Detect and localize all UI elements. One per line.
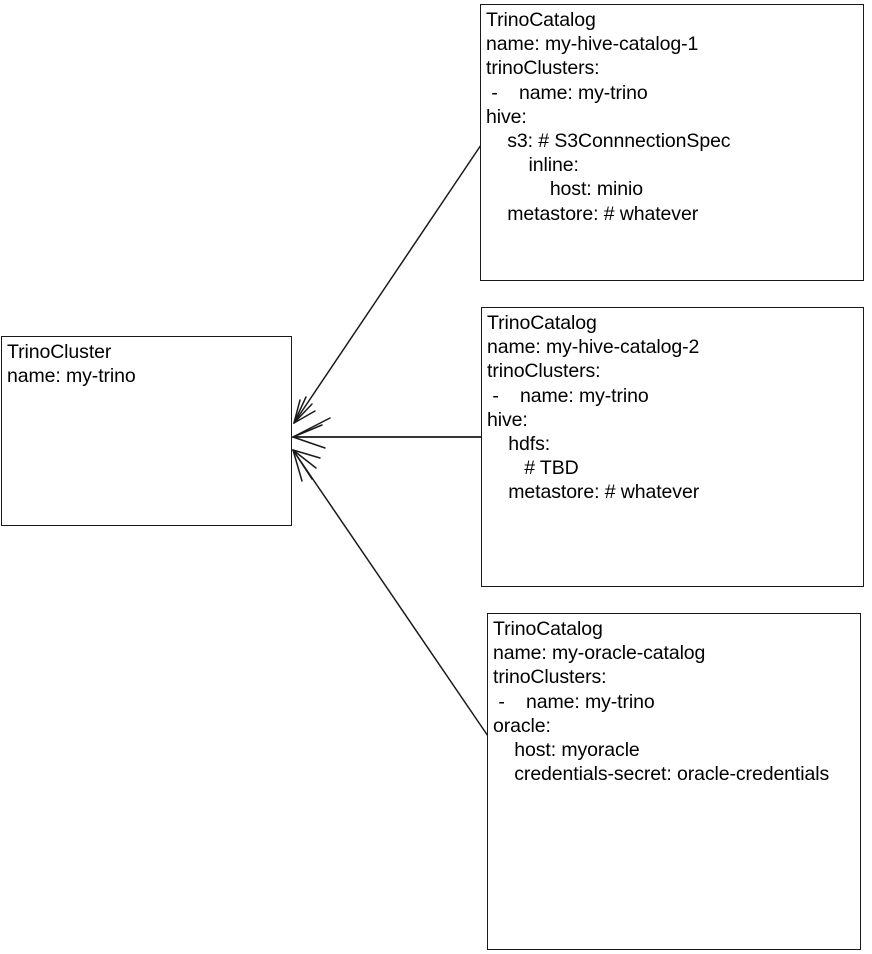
- trino-catalog-hive-1-text: TrinoCatalog name: my-hive-catalog-1 tri…: [486, 9, 731, 225]
- trino-catalog-hive-2-text: TrinoCatalog name: my-hive-catalog-2 tri…: [487, 312, 700, 504]
- node-trino-cluster[interactable]: TrinoCluster name: my-trino: [1, 336, 292, 526]
- node-trino-catalog-hive-1[interactable]: TrinoCatalog name: my-hive-catalog-1 tri…: [480, 4, 864, 281]
- trino-catalog-oracle-text: TrinoCatalog name: my-oracle-catalog tri…: [493, 618, 830, 786]
- node-trino-catalog-hive-2[interactable]: TrinoCatalog name: my-hive-catalog-2 tri…: [481, 307, 864, 587]
- edge-catalog-hive-2-to-cluster: [292, 417, 482, 449]
- edge-catalog-hive-1-to-cluster: [293, 144, 482, 424]
- edge-catalog-oracle-to-cluster: [292, 449, 491, 740]
- trino-cluster-text: TrinoCluster name: my-trino: [7, 341, 136, 388]
- node-trino-catalog-oracle[interactable]: TrinoCatalog name: my-oracle-catalog tri…: [487, 613, 861, 950]
